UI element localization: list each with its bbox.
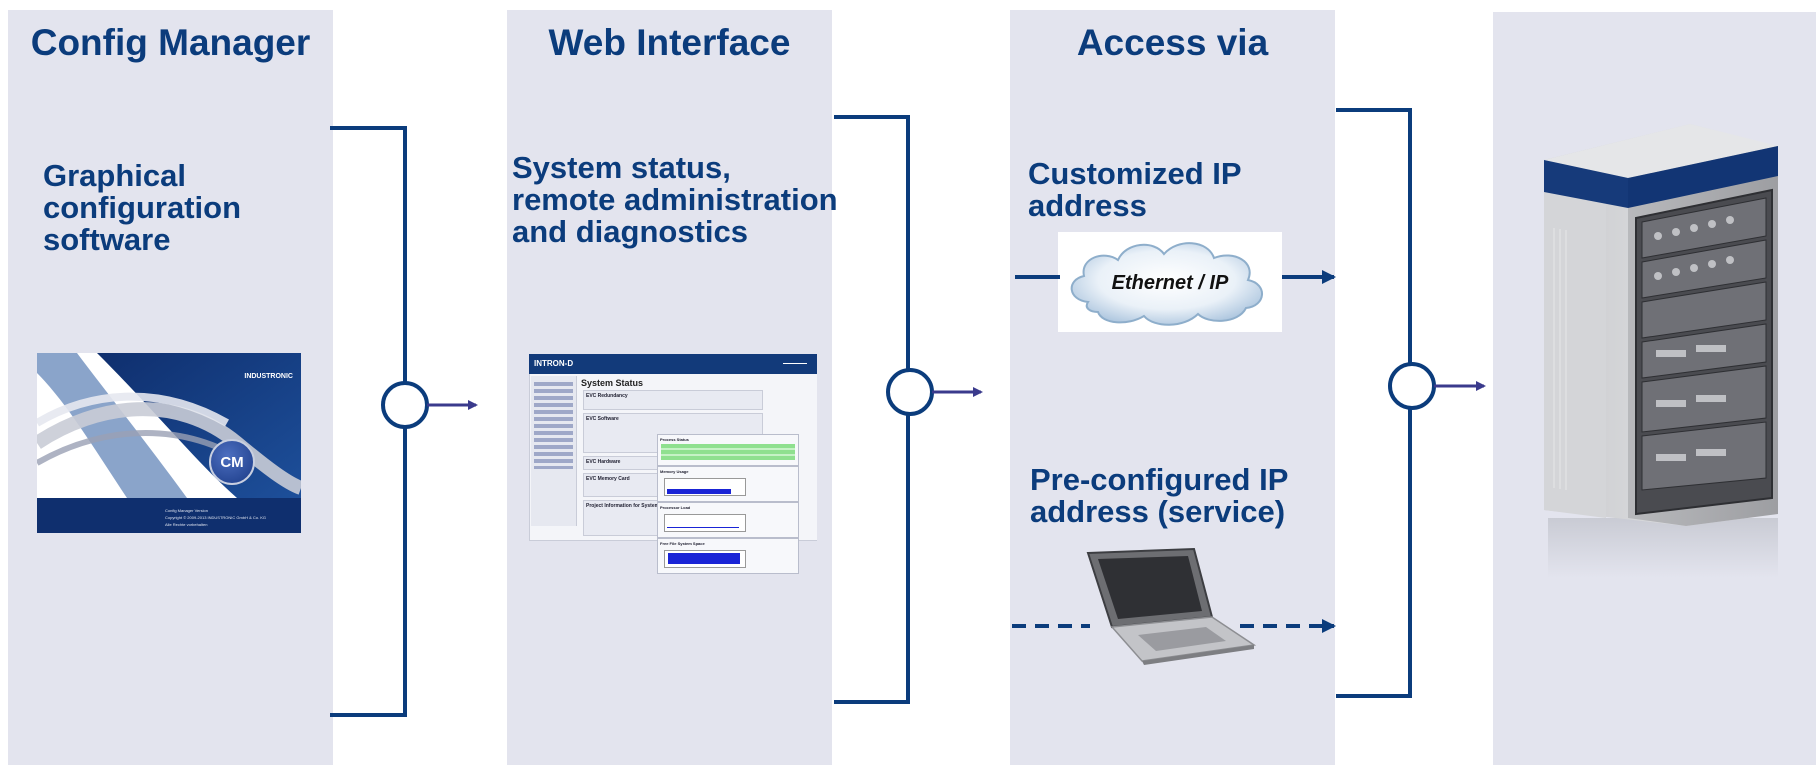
web-ui-section: EVC Redundancy (583, 390, 763, 410)
cm-badge-label: CM (220, 453, 244, 471)
web-ui-free-space: Free File System Space (657, 538, 799, 574)
preconfigured-ip-label: Pre-configured IP address (service) (1030, 462, 1289, 529)
cloud-icon (1070, 242, 1263, 326)
status-bars (661, 444, 795, 460)
ethernet-ip-cloud: Ethernet / IP (1058, 232, 1282, 332)
web-ui-panel-title: Free File System Space (660, 541, 705, 546)
laptop-icon (1076, 545, 1257, 665)
web-ui-logo-icon (783, 363, 807, 364)
splash-footer-line: Config Manager Version (165, 508, 208, 513)
config-manager-title: Config Manager (30, 22, 311, 63)
web-ui-product: INTRON-D (534, 359, 574, 368)
splash-footer-line: Alle Rechte vorbehalten (165, 522, 208, 527)
web-ui-page-title: System Status (581, 378, 644, 388)
config-manager-description: Graphical configuration software (43, 158, 242, 257)
access-via-title: Access via (1076, 22, 1269, 63)
web-interface-description: System status, remote administration and… (512, 150, 838, 249)
access-via-connector (1336, 108, 1486, 698)
free-space-chart (664, 550, 746, 568)
processor-chart (664, 514, 746, 532)
cloud-label: Ethernet / IP (1111, 272, 1229, 294)
web-ui-processor-load: Processor Load (657, 502, 799, 538)
web-ui-panel-title: Process Status (660, 437, 689, 442)
cm-badge: CM (209, 439, 255, 485)
splash-brand-logo: INDUSTRONIC (244, 373, 293, 380)
config-manager-splash-image: INDUSTRONIC CM Config Manager Version Co… (37, 353, 301, 533)
web-ui-sidebar (531, 376, 577, 526)
web-ui-panel-title: Processor Load (660, 505, 691, 510)
web-interface-title: Web Interface (548, 22, 791, 63)
web-ui-nav-links (534, 379, 573, 469)
web-interface-connector (834, 115, 983, 704)
splash-footer-line: Copyright © 2009-2013 INDUSTRONIC GmbH &… (165, 515, 266, 520)
web-ui-header: INTRON-D (529, 354, 817, 374)
splash-footer: Config Manager Version Copyright © 2009-… (165, 507, 266, 528)
web-ui-process-status: Process Status (657, 434, 799, 466)
config-manager-connector (330, 126, 478, 717)
splash-swoosh-graphic (37, 353, 301, 533)
web-ui-memory-usage: Memory Usage (657, 466, 799, 502)
memory-chart (664, 478, 746, 496)
web-interface-screenshot: INTRON-D System Status EVC Redundancy EV… (529, 354, 817, 574)
web-ui-panel-title: Memory Usage (660, 469, 689, 474)
customized-ip-label: Customized IP address (1028, 156, 1242, 223)
server-rack-icon (1540, 118, 1780, 578)
